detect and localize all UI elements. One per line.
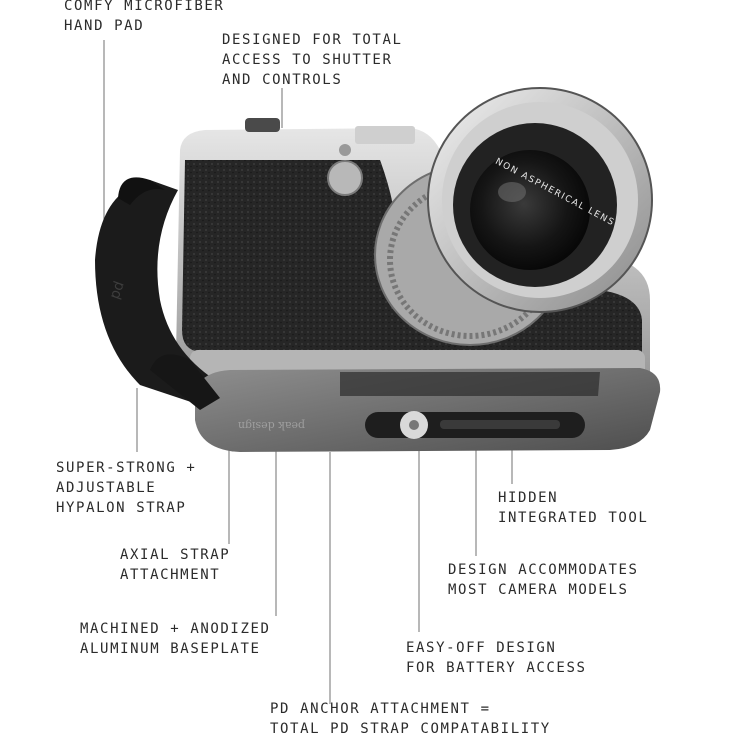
callout-line: PD ANCHOR ATTACHMENT = bbox=[270, 701, 491, 717]
callout-line: SUPER-STRONG + bbox=[56, 460, 197, 476]
callout-shutter-access: DESIGNED FOR TOTAL ACCESS TO SHUTTER AND… bbox=[222, 30, 403, 90]
callout-line: HYPALON STRAP bbox=[56, 500, 187, 516]
callout-line: ATTACHMENT bbox=[120, 567, 221, 583]
callout-line: EASY-OFF DESIGN bbox=[406, 640, 557, 656]
callout-strap: SUPER-STRONG + ADJUSTABLE HYPALON STRAP bbox=[56, 458, 196, 518]
callout-camera-models: DESIGN ACCOMMODATES MOST CAMERA MODELS bbox=[448, 560, 639, 600]
callout-line: COMFY MICROFIBER bbox=[64, 0, 225, 14]
baseplate-logo: peak design bbox=[238, 419, 305, 432]
strap-logo-mark: pd bbox=[107, 279, 128, 301]
baseplate: peak design bbox=[150, 354, 661, 452]
callout-anchor: PD ANCHOR ATTACHMENT = TOTAL PD STRAP CO… bbox=[270, 699, 551, 739]
callout-line: DESIGN ACCOMMODATES bbox=[448, 562, 639, 578]
callout-hidden-tool: HIDDEN INTEGRATED TOOL bbox=[498, 488, 648, 528]
callout-line: AXIAL STRAP bbox=[120, 547, 231, 563]
callout-line: AND CONTROLS bbox=[222, 72, 343, 88]
callout-line: DESIGNED FOR TOTAL bbox=[222, 32, 403, 48]
callout-hand-pad: COMFY MICROFIBER HAND PAD bbox=[64, 0, 224, 36]
callout-line: FOR BATTERY ACCESS bbox=[406, 660, 587, 676]
callout-line: ADJUSTABLE bbox=[56, 480, 157, 496]
callout-line: MACHINED + ANODIZED bbox=[80, 621, 271, 637]
callout-line: HIDDEN bbox=[498, 490, 559, 506]
callout-line: INTEGRATED TOOL bbox=[498, 510, 649, 526]
callout-line: HAND PAD bbox=[64, 18, 145, 34]
callout-line: ACCESS TO SHUTTER bbox=[222, 52, 393, 68]
hand-strap: pd bbox=[95, 177, 215, 405]
lens-assembly: NON ASPHERICAL LENS bbox=[374, 87, 653, 346]
callout-line: ALUMINUM BASEPLATE bbox=[80, 641, 261, 657]
callout-line: TOTAL PD STRAP COMPATABILITY bbox=[270, 721, 551, 737]
callout-axial-attachment: AXIAL STRAP ATTACHMENT bbox=[120, 545, 230, 585]
callout-baseplate: MACHINED + ANODIZED ALUMINUM BASEPLATE bbox=[80, 619, 271, 659]
callout-line: MOST CAMERA MODELS bbox=[448, 582, 629, 598]
callout-battery-access: EASY-OFF DESIGN FOR BATTERY ACCESS bbox=[406, 638, 587, 678]
